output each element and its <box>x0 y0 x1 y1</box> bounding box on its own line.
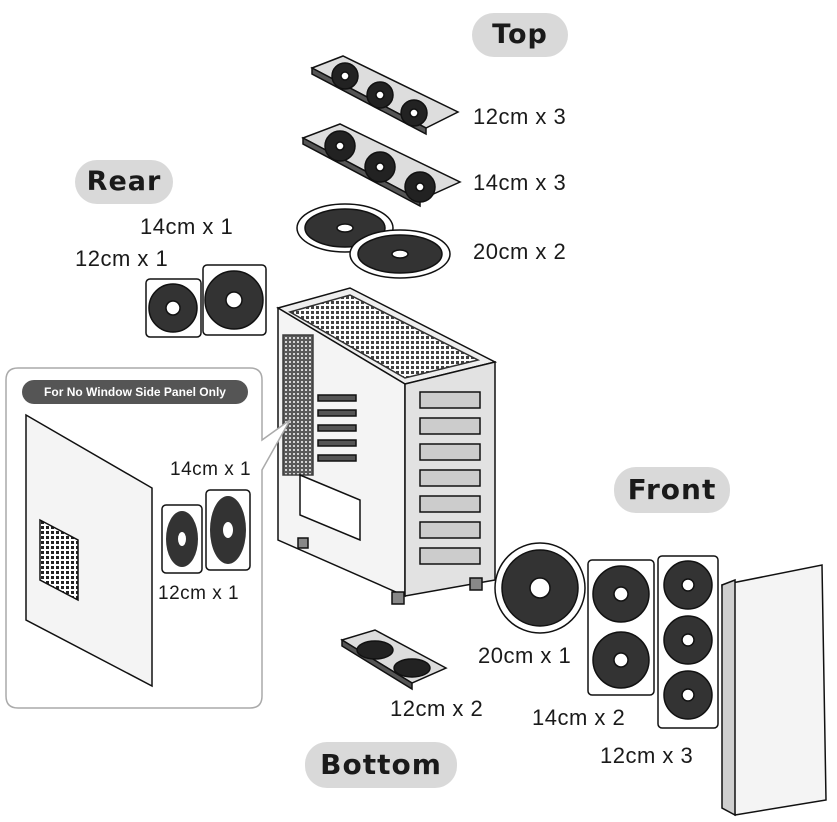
label-front-14cm: 14cm x 2 <box>532 705 626 730</box>
top-fans-12cm <box>310 55 460 136</box>
label-top-12cm: 12cm x 3 <box>473 104 567 129</box>
label-bottom-12cm: 12cm x 2 <box>390 696 484 721</box>
front-panel <box>721 564 827 817</box>
front-fans-14cm <box>587 559 655 696</box>
label-side-14cm: 14cm x 1 <box>170 459 252 480</box>
bottom-fans <box>340 629 448 691</box>
pc-case <box>276 287 498 605</box>
label-rear-14cm: 14cm x 1 <box>140 214 234 239</box>
side-panel-callout <box>5 367 291 709</box>
section-front: Front <box>614 467 730 513</box>
top-fans-20cm <box>296 203 451 279</box>
section-rear: Rear <box>75 160 173 204</box>
label-top-14cm: 14cm x 3 <box>473 170 567 195</box>
rear-fans <box>145 264 267 338</box>
label-side-12cm: 12cm x 1 <box>158 583 240 604</box>
top-fans-14cm <box>301 123 462 208</box>
front-fan-20cm <box>494 542 586 634</box>
section-top: Top <box>472 13 568 57</box>
section-bottom: Bottom <box>305 742 457 788</box>
label-front-20cm: 20cm x 1 <box>478 643 572 668</box>
label-top-20cm: 20cm x 2 <box>473 239 567 264</box>
front-fans-12cm <box>657 555 719 729</box>
side-panel-badge: For No Window Side Panel Only <box>22 380 248 404</box>
label-front-12cm: 12cm x 3 <box>600 743 694 768</box>
label-rear-12cm: 12cm x 1 <box>75 246 169 271</box>
